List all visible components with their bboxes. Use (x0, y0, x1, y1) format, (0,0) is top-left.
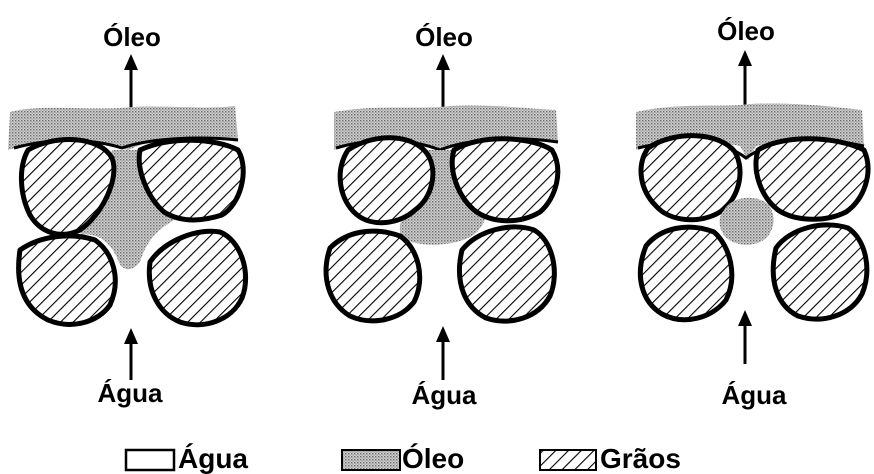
panel-2-grain-lower-right (459, 227, 554, 321)
panel-3: Óleo Água (636, 16, 868, 410)
panel-1-water-arrow (124, 328, 138, 380)
legend-item-grains: Grãos (540, 443, 681, 474)
panel-2-water-label: Água (412, 380, 478, 410)
panel-3-grain-lower-left (640, 227, 731, 320)
legend-swatch-oil (342, 450, 400, 470)
panel-3-grain-upper-left (641, 136, 740, 220)
panel-3-grain-lower-right (773, 225, 867, 319)
panel-2-grain-upper-left (340, 138, 433, 223)
panel-1-grain-lower-left (19, 236, 116, 324)
legend-label-water: Água (178, 443, 248, 474)
legend-item-oil: Óleo (342, 443, 464, 474)
panel-2: Óleo Água (326, 22, 558, 410)
panel-1-oil-label: Óleo (103, 22, 161, 52)
panel-1-oil-arrow (124, 54, 138, 108)
panel-3-oil-label: Óleo (717, 16, 775, 46)
legend-swatch-grains (540, 450, 596, 470)
panel-3-water-arrow (738, 310, 752, 364)
panel-3-water-label: Água (722, 380, 788, 410)
legend: Água Óleo Grãos (126, 443, 681, 474)
panel-3-oil-arrow (738, 50, 752, 106)
legend-label-grains: Grãos (600, 443, 681, 474)
legend-item-water: Água (126, 443, 248, 474)
legend-swatch-water (126, 450, 174, 470)
panel-2-oil-label: Óleo (415, 22, 473, 52)
panel-1: Óleo Água (8, 22, 246, 408)
panel-2-grain-lower-left (326, 231, 420, 321)
panel-1-grain-lower-right (149, 231, 245, 324)
panel-1-water-label: Água (98, 378, 164, 408)
panel-2-water-arrow (436, 326, 450, 380)
legend-label-oil: Óleo (402, 443, 464, 474)
panel-3-grain-upper-right (756, 139, 868, 220)
panel-2-oil-arrow (436, 54, 450, 108)
